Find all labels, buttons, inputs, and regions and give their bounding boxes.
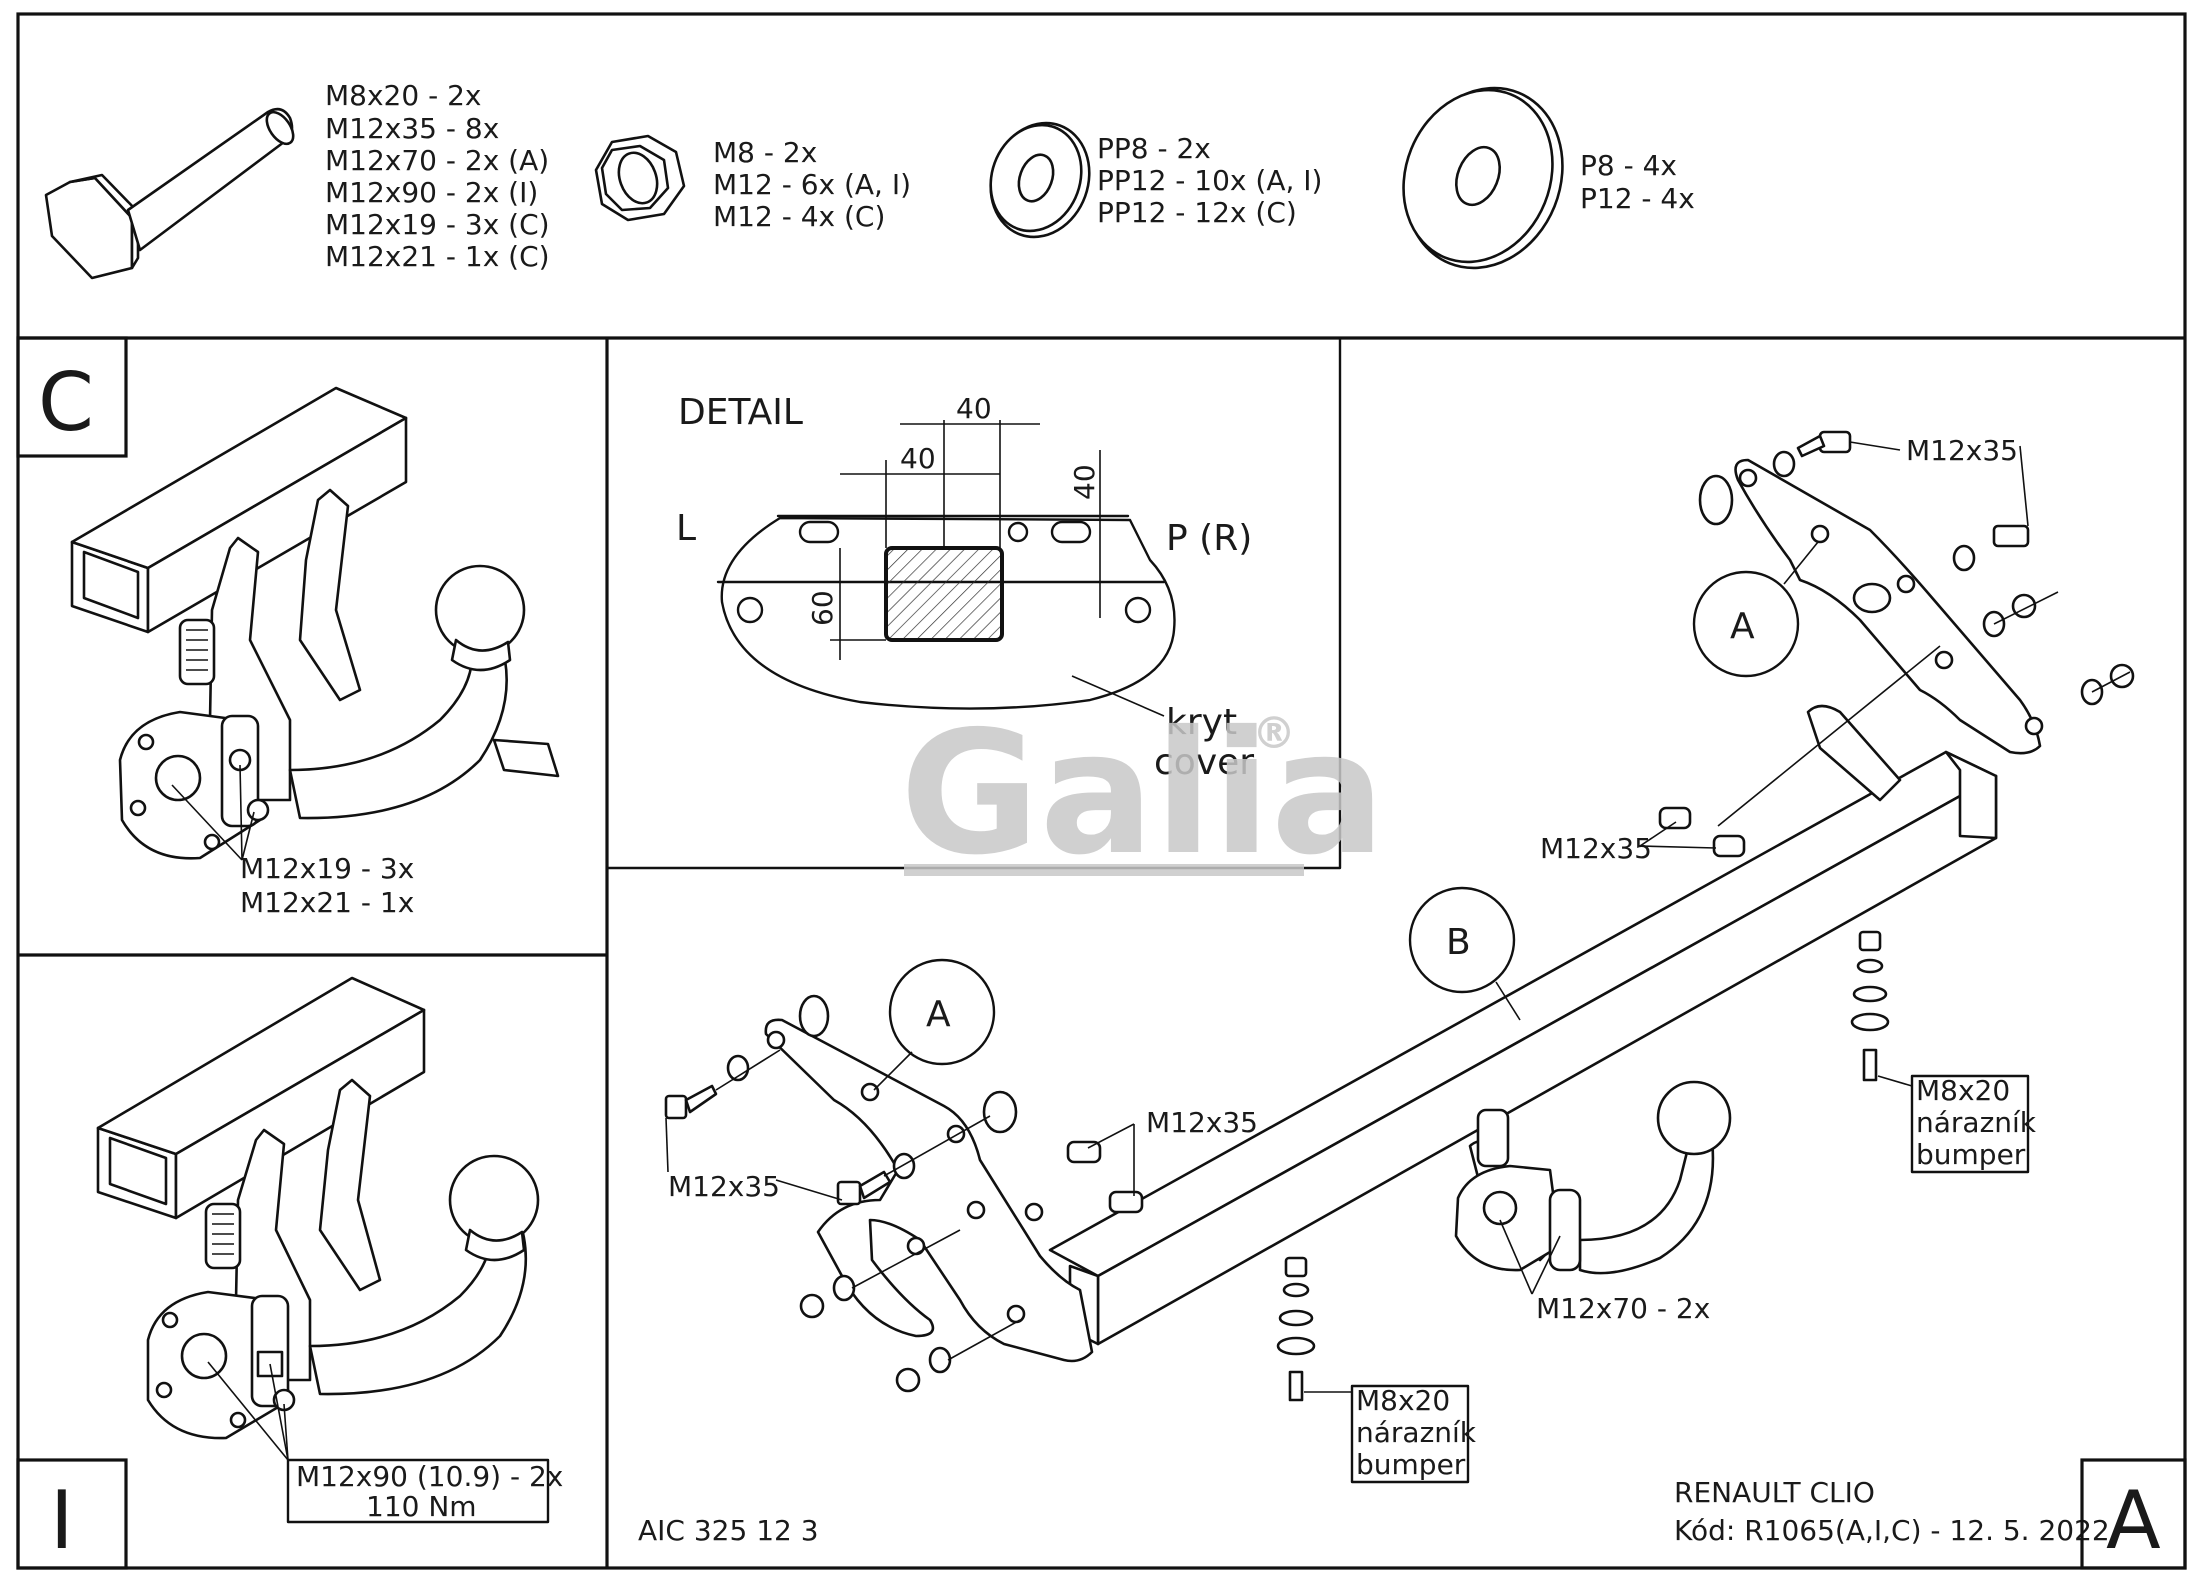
washer-p-list: P8 - 4x P12 - 4x [1580,149,1695,215]
corner-letter-box [2080,1458,2187,1570]
detail-left-label: L [676,508,696,549]
bumper-box-line: M8x20 [1356,1384,1450,1417]
main-assembly: A A B M12x35 M12x35 M12x35 M12x35 M12x70… [664,430,2135,1484]
part-letter: A [1730,606,1755,647]
bumper-box-line: bumper [1356,1448,1466,1481]
detail-title: DETAIL [678,392,803,433]
washer-pp-line: PP8 - 2x [1097,132,1211,165]
nut-line: M8 - 2x [713,136,817,169]
washer-p-icon [1402,86,1564,270]
torque-box [286,1458,550,1524]
dimension-label: 40 [1068,464,1101,500]
part-callout [1692,570,1800,678]
panel-i: I M12x90 (10.9) - 2x 110 Nm [16,976,563,1570]
fastener-label: M12x19 - 3x [240,852,414,885]
torque-bolt-label: M12x90 (10.9) - 2x [296,1460,563,1493]
bumper-bolt-stack [1276,1256,1316,1402]
bolt-line: M12x90 - 2x (I) [325,176,538,209]
bumper-box-line: M8x20 [1916,1074,2010,1107]
bolt-line: M12x19 - 3x (C) [325,208,550,241]
hitch-drawing [70,386,560,860]
bumper-box-line: nárazník [1356,1416,1477,1449]
cutout-hatch [884,546,1004,642]
bolt-list: M8x20 - 2x M12x35 - 8x M12x70 - 2x (A) M… [325,79,550,273]
detail-right-label: P (R) [1166,518,1252,559]
watermark-brand: Galia [900,695,1386,893]
panel-letter-box [16,336,128,458]
torque-value: 110 Nm [366,1490,477,1523]
fastener-set [664,994,1144,1393]
part-callout [1408,886,1516,994]
nut-line: M12 - 6x (A, I) [713,168,911,201]
fastener-set [1658,430,2135,858]
washer-pp-list: PP8 - 2x PP12 - 10x (A, I) PP12 - 12x (C… [1097,132,1322,229]
washer-pp-line: PP12 - 12x (C) [1097,196,1297,229]
panel-letter: I [50,1474,74,1567]
fastener-label: M12x35 [1540,832,1652,865]
cover-label: kryt [1166,702,1237,743]
part-callout [888,958,996,1066]
bolt-line: M8x20 - 2x [325,79,481,112]
bumper-box [1910,1074,2030,1174]
fastener-label: M12x35 [1906,434,2018,467]
vehicle-name: RENAULT CLIO [1674,1476,1875,1509]
part-letter: A [926,994,951,1035]
title-block: AIC 325 12 3 RENAULT CLIO Kód: R1065(A,I… [638,1458,2187,1570]
fastener-label: M12x35 [1146,1106,1258,1139]
washer-pp-line: PP12 - 10x (A, I) [1097,164,1322,197]
corner-letter: A [2106,1474,2161,1567]
fastener-label: M12x35 [668,1170,780,1203]
bumper-box-line: nárazník [1916,1106,2037,1139]
watermark-logo: Galia ® [900,695,1386,893]
fastener-label: M12x70 - 2x [1536,1292,1710,1325]
washer-pp-icon [989,121,1091,239]
fastener-label: M12x21 - 1x [240,886,414,919]
drawing-code: Kód: R1065(A,I,C) - 12. 5. 2022 [1674,1514,2110,1547]
frame-lines [16,12,2187,1570]
dimension-label: 40 [900,442,936,475]
hitch-drawing [96,976,540,1440]
nut-icon [594,134,686,222]
dimension-label: 40 [956,392,992,425]
bolt-icon [44,107,295,280]
nut-list: M8 - 2x M12 - 6x (A, I) M12 - 4x (C) [713,136,911,233]
product-code: AIC 325 12 3 [638,1514,819,1547]
dimension-label: 60 [806,590,839,626]
detail-panel: DETAIL L P (R) 40 40 40 6 [676,392,1254,783]
washer-p-line: P12 - 4x [1580,182,1695,215]
panel-letter-box [16,1458,128,1570]
part-letter: B [1446,922,1471,963]
cover-label: cover [1154,742,1254,783]
panel-letter: C [38,356,94,449]
washer-p-line: P8 - 4x [1580,149,1677,182]
bolt-line: M12x35 - 8x [325,112,499,145]
bolt-line: M12x21 - 1x (C) [325,240,550,273]
bumper-bolt-stack [1850,930,1890,1082]
bumper-box [1350,1384,1470,1484]
bolt-line: M12x70 - 2x (A) [325,144,549,177]
bumper-box-line: bumper [1916,1138,2026,1171]
watermark-registered: ® [1252,708,1296,759]
panel-c: C [16,336,560,919]
nut-line: M12 - 4x (C) [713,200,885,233]
